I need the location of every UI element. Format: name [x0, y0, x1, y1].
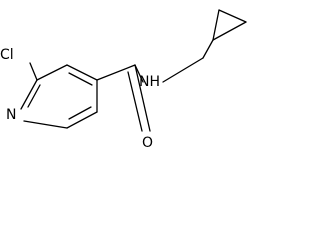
ring-nitrogen-label: N [6, 107, 16, 123]
chlorine-label: Cl [0, 47, 14, 63]
bond-c4-carbonyl [96, 64, 136, 81]
bond-c5-c6-inner [68, 106, 92, 120]
bond-cp-2 [218, 9, 247, 23]
bond-ch2-cp [202, 39, 214, 59]
bond-c3-c4 [66, 64, 98, 81]
bond-c6-n [23, 120, 68, 129]
bond-carbonyl-o [134, 64, 151, 132]
bond-n-c2-inner [27, 84, 41, 108]
carbonyl-oxygen-label: O [142, 135, 153, 151]
cyclopropyl-ring [202, 9, 247, 59]
bond-carbonyl-n [134, 64, 144, 83]
bond-c5-c6 [66, 111, 98, 129]
bond-c3-c4-inner [68, 72, 93, 86]
structure-diagram: Cl N NH O [0, 9, 247, 151]
bond-carbonyl-o-double [127, 71, 143, 132]
pyridine-ring [20, 64, 98, 129]
bond-cp-1 [212, 9, 220, 41]
bond-c2-cl [29, 62, 38, 81]
bond-c2-c3 [36, 64, 68, 81]
bond-cp-3 [212, 21, 247, 41]
bond-n-c2 [20, 79, 38, 110]
bond-n-ch2 [162, 57, 204, 83]
amide-nitrogen-label: NH [139, 74, 160, 90]
